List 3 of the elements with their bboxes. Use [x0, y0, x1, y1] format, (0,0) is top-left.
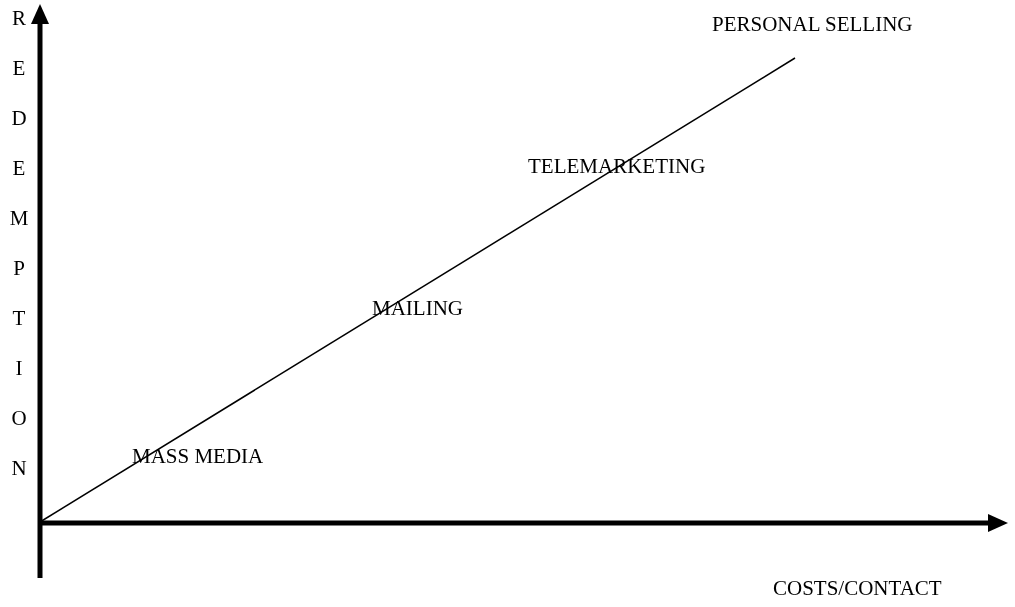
axis-label: COSTS/CONTACT — [773, 578, 942, 599]
line-label: PERSONAL SELLING — [712, 14, 913, 35]
axis-label: REDEMPTION — [8, 6, 32, 506]
